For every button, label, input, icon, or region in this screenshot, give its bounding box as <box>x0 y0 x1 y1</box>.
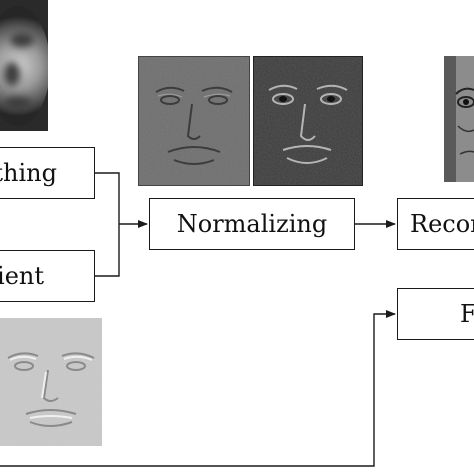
gradient-box-label: ient <box>0 262 44 290</box>
reconstruct-box: Recon <box>397 198 474 250</box>
normalizing-box-label: Normalizing <box>176 210 328 238</box>
fourth-box-label: F <box>460 300 474 328</box>
connector-smoothing <box>95 172 120 224</box>
fourth-box: F <box>397 288 474 340</box>
normalized-face-image-left <box>138 56 250 186</box>
reconstruct-box-label: Recon <box>410 210 474 238</box>
normalizing-box: Normalizing <box>149 198 355 250</box>
reconstructed-face-image <box>444 56 474 182</box>
gradient-face-image <box>0 318 102 446</box>
smoothed-face-image <box>0 0 48 131</box>
smoothing-box-label: thing <box>0 159 57 187</box>
normalized-face-image-right <box>253 56 363 186</box>
arrow-to-fourth-box <box>0 310 396 467</box>
connector-gradient <box>95 224 120 277</box>
smoothing-box: thing <box>0 147 95 199</box>
gradient-box: ient <box>0 250 95 302</box>
